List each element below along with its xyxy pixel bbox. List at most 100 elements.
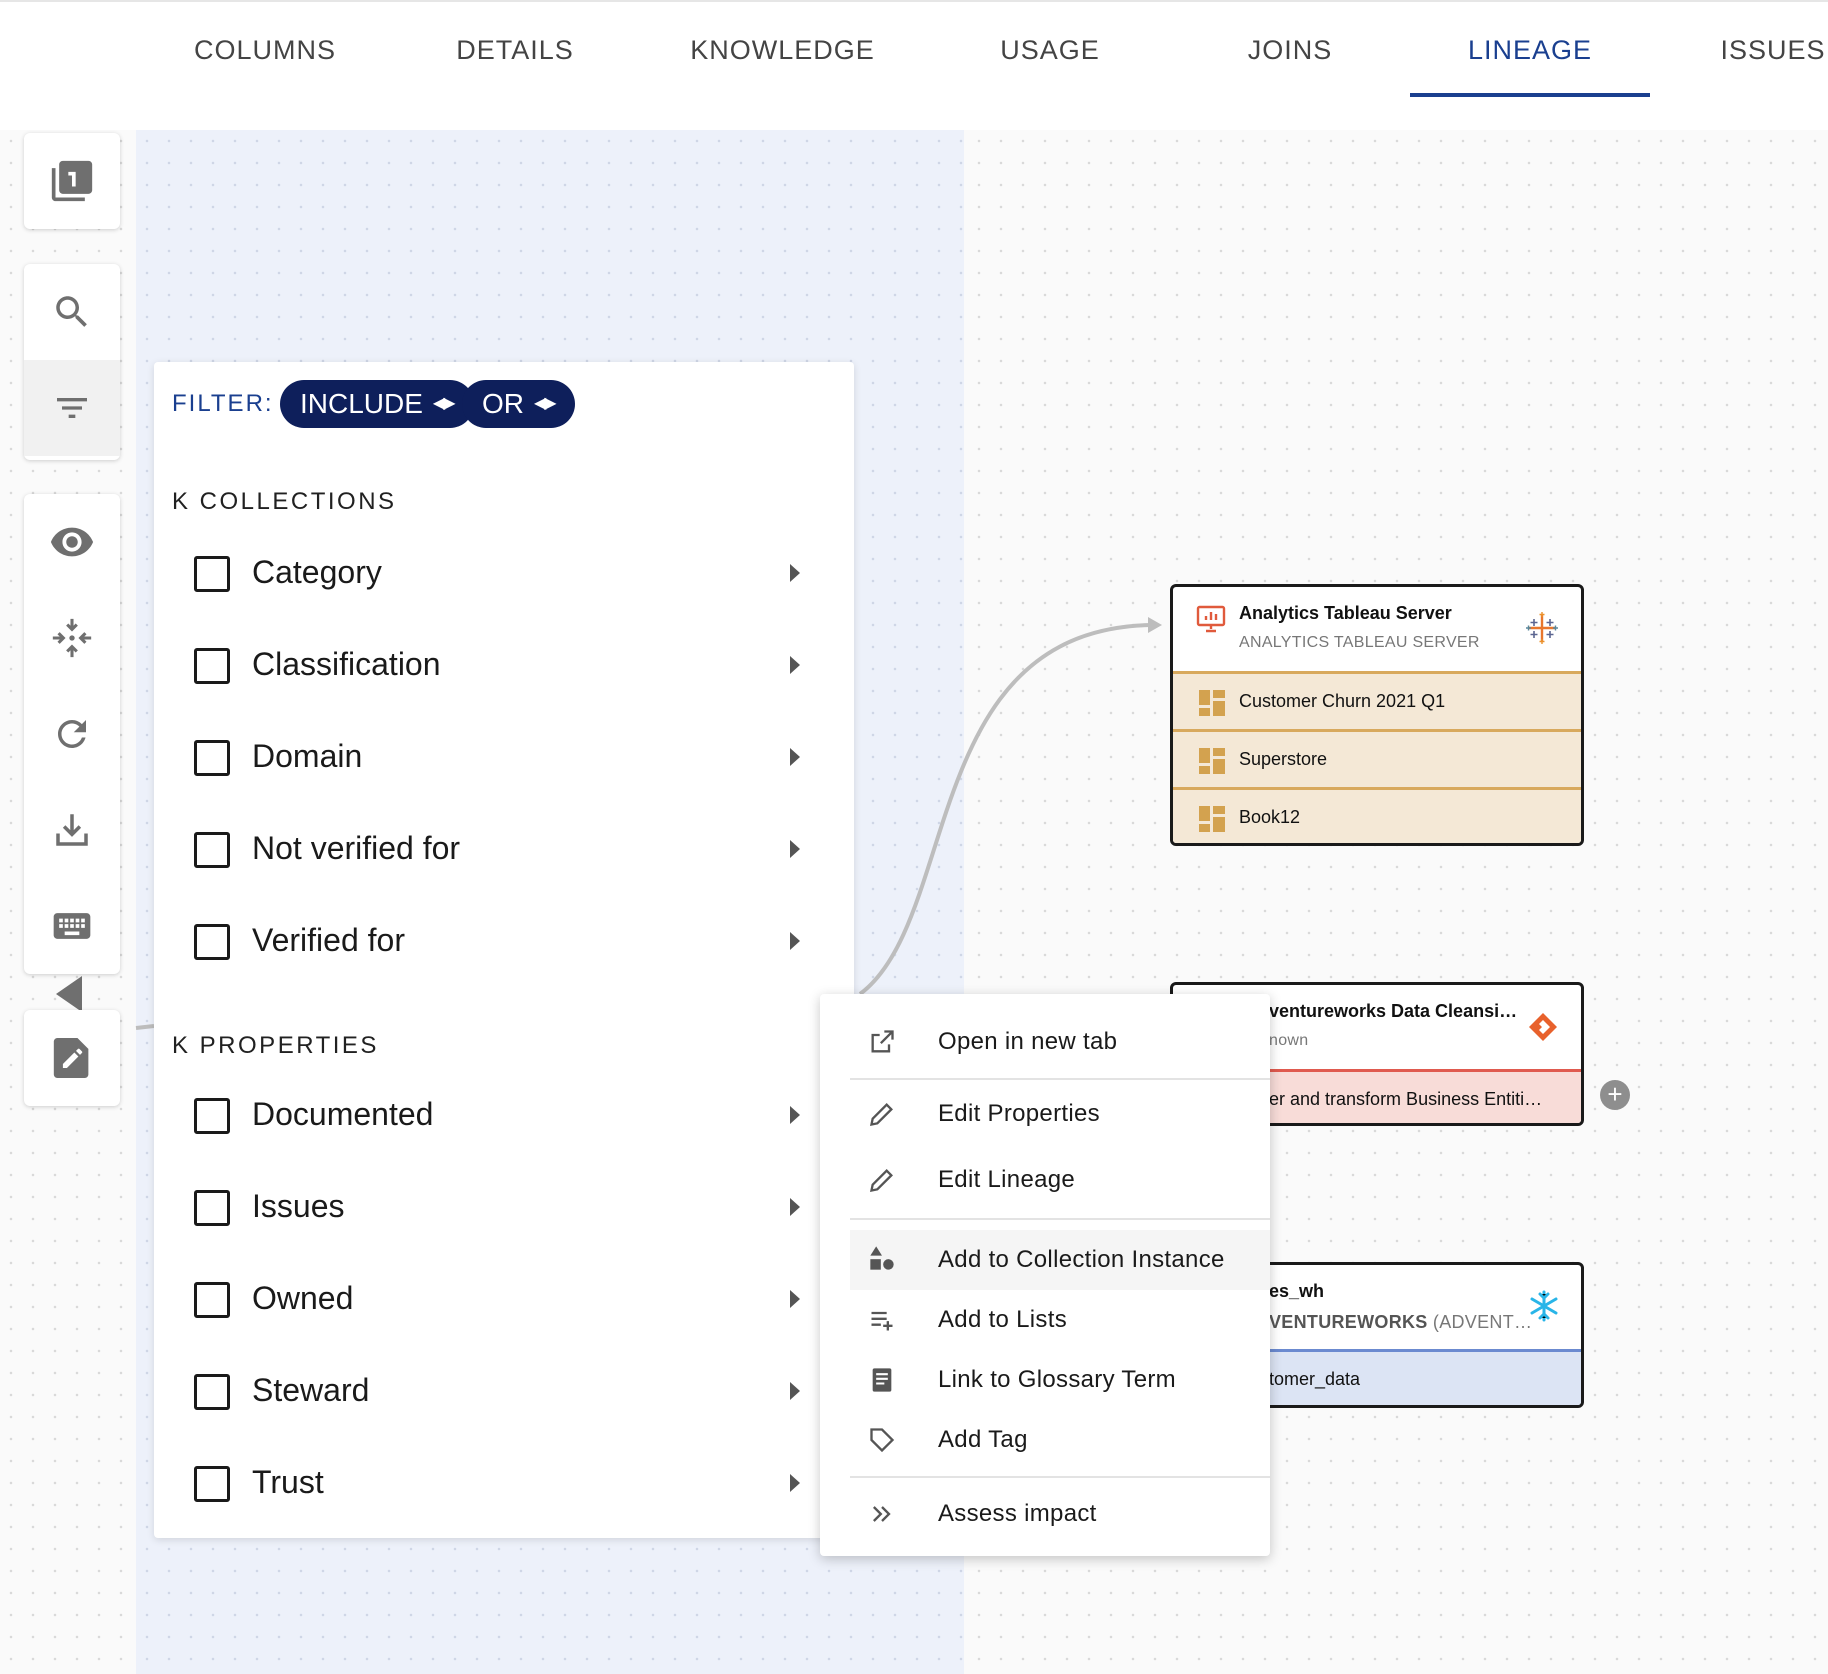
include-toggle[interactable]: INCLUDE ◀▶ (280, 380, 474, 428)
filter-row-issues[interactable]: Issues (154, 1170, 854, 1250)
filter-row-steward[interactable]: Steward (154, 1354, 854, 1434)
pencil-icon (870, 1169, 893, 1192)
tab-columns[interactable]: COLUMNS (193, 35, 336, 65)
menu-item-assess-impact[interactable]: Assess impact (850, 1486, 1270, 1542)
expand-caret-icon[interactable] (790, 1290, 800, 1308)
menu-item-add-tag[interactable]: Add Tag (850, 1412, 1270, 1468)
node-header: Analytics Tableau Server ANALYTICS TABLE… (1173, 587, 1581, 671)
menu-item-label: Link to Glossary Term (938, 1366, 1176, 1393)
menu-item-add-to-lists[interactable]: Add to Lists (850, 1292, 1270, 1348)
expand-caret-icon[interactable] (790, 748, 800, 766)
refresh-button[interactable] (24, 686, 120, 782)
node-subtitle-rest: (ADVENT… (1427, 1312, 1533, 1332)
playlist-add-icon (871, 1311, 893, 1331)
checkbox[interactable] (194, 1282, 230, 1318)
expand-caret-icon[interactable] (790, 564, 800, 582)
node-subtitle: VENTUREWORKS (ADVENT… (1269, 1312, 1532, 1333)
menu-item-label: Add to Collection Instance (938, 1246, 1225, 1273)
checkbox[interactable] (194, 1098, 230, 1134)
menu-item-open-new-tab[interactable]: Open in new tab (850, 1014, 1270, 1070)
filter-row-domain[interactable]: Domain (154, 720, 854, 800)
filter-row-owned[interactable]: Owned (154, 1262, 854, 1342)
checkbox[interactable] (194, 1190, 230, 1226)
toggle-arrows-icon: ◀▶ (534, 395, 557, 412)
filter-row-label: Domain (252, 738, 363, 774)
checkbox[interactable] (194, 1374, 230, 1410)
workbook-grid-icon (1199, 690, 1225, 716)
node-subtitle-bold: VENTUREWORKS (1269, 1312, 1428, 1332)
expand-caret-icon[interactable] (790, 656, 800, 674)
menu-item-label: Edit Properties (938, 1100, 1100, 1127)
menu-item-label: Open in new tab (938, 1028, 1118, 1055)
menu-item-label: Add to Lists (938, 1306, 1068, 1333)
shapes-icon (870, 1246, 894, 1270)
pages-button[interactable] (24, 133, 120, 229)
node-subtitle: ANALYTICS TABLEAU SERVER (1239, 634, 1480, 651)
tab-knowledge[interactable]: KNOWLEDGE (690, 35, 875, 65)
menu-item-add-to-collection[interactable]: Add to Collection Instance (850, 1230, 1270, 1290)
menu-item-edit-lineage[interactable]: Edit Lineage (850, 1152, 1270, 1208)
tab-lineage[interactable]: LINEAGE (1467, 35, 1593, 65)
keyboard-shortcuts-button[interactable] (24, 878, 120, 974)
eye-icon (50, 527, 94, 557)
expand-caret-icon[interactable] (790, 932, 800, 950)
filter-row-classification[interactable]: Classification (154, 628, 854, 708)
checkbox[interactable] (194, 1466, 230, 1502)
filter-button[interactable] (24, 360, 120, 456)
checkbox[interactable] (194, 556, 230, 592)
download-button[interactable] (24, 782, 120, 878)
node-row-label: er and transform Business Entiti… (1269, 1089, 1543, 1109)
filter-row-category[interactable]: Category (154, 536, 854, 616)
or-label: OR (482, 388, 524, 419)
filter-row-label: Issues (252, 1188, 345, 1224)
node-row[interactable]: Superstore (1173, 729, 1581, 787)
checkbox[interactable] (194, 740, 230, 776)
checkbox[interactable] (194, 648, 230, 684)
visibility-button[interactable] (24, 494, 120, 590)
checkbox[interactable] (194, 832, 230, 868)
tab-joins[interactable]: JOINS (1247, 35, 1333, 65)
edit-button[interactable] (24, 1010, 120, 1106)
node-row[interactable]: Book12 (1173, 787, 1581, 843)
expand-caret-icon[interactable] (790, 1106, 800, 1124)
filter-row-label: Not verified for (252, 830, 461, 866)
menu-item-edit-properties[interactable]: Edit Properties (850, 1086, 1270, 1142)
tab-usage[interactable]: USAGE (1000, 35, 1100, 65)
expand-caret-icon[interactable] (790, 1474, 800, 1492)
center-button[interactable] (24, 590, 120, 686)
filter-row-not-verified-for[interactable]: Not verified for (154, 812, 854, 892)
filter-row-label: Category (252, 554, 382, 590)
menu-item-link-glossary[interactable]: Link to Glossary Term (850, 1352, 1270, 1408)
expand-caret-icon[interactable] (790, 1198, 800, 1216)
tab-issues[interactable]: ISSUES (1720, 35, 1826, 65)
edit-icon (53, 1038, 89, 1078)
node-row-label: tomer_data (1269, 1369, 1361, 1389)
filter-row-trust[interactable]: Trust (154, 1446, 854, 1526)
edge-left-stub (135, 1024, 155, 1030)
node-subtitle: nown (1269, 1032, 1309, 1049)
expand-caret-icon[interactable] (790, 1382, 800, 1400)
or-toggle[interactable]: OR ◀▶ (462, 380, 575, 428)
filter-row-documented[interactable]: Documented (154, 1078, 854, 1158)
filter-row-verified-for[interactable]: Verified for (154, 904, 854, 984)
search-button[interactable] (24, 264, 120, 360)
collapse-toolbar-arrow[interactable] (56, 976, 82, 1012)
expand-node-plus-icon[interactable]: + (1600, 1080, 1630, 1110)
expand-caret-icon[interactable] (790, 840, 800, 858)
node-title: ventureworks Data Cleansi… (1269, 1001, 1518, 1021)
pencil-icon (870, 1103, 893, 1126)
node-title: es_wh (1269, 1281, 1325, 1301)
tab-details[interactable]: DETAILS (456, 35, 574, 65)
filter-icon (57, 398, 87, 418)
filter-label: FILTER: (172, 390, 274, 417)
node-header: es_wh VENTUREWORKS (ADVENT… (1173, 1265, 1581, 1349)
pages-icon (51, 160, 93, 202)
menu-item-label: Assess impact (938, 1500, 1097, 1527)
node-title: Analytics Tableau Server (1239, 603, 1452, 623)
active-tab-indicator (1410, 93, 1650, 97)
menu-item-label: Edit Lineage (938, 1166, 1076, 1193)
checkbox[interactable] (194, 924, 230, 960)
node-row[interactable]: Customer Churn 2021 Q1 (1173, 671, 1581, 729)
lineage-node-tableau[interactable]: Analytics Tableau Server ANALYTICS TABLE… (1170, 584, 1584, 846)
menu-divider (850, 1476, 1270, 1478)
